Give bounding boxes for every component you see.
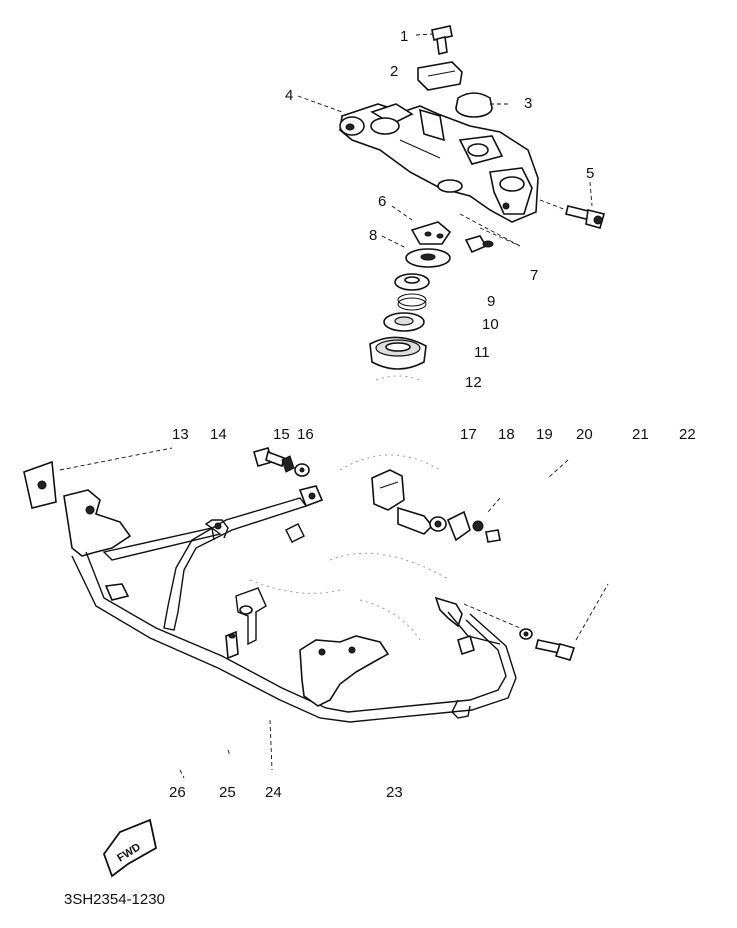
spring-9 [397, 293, 427, 311]
fwd-arrow-icon: FWD [102, 818, 158, 878]
bolt-1 [431, 25, 453, 55]
spring-washer-15 [281, 455, 295, 473]
dust-seal-12 [375, 375, 421, 381]
holder-cap-2 [417, 61, 463, 91]
callout-20: 20 [576, 426, 593, 443]
bearing-10 [383, 312, 425, 332]
callout-26: 26 [169, 784, 186, 801]
callout-2: 2 [390, 63, 398, 80]
callout-10: 10 [482, 316, 499, 333]
callout-3: 3 [524, 95, 532, 112]
plate-19 [446, 510, 471, 542]
bolt-21 [485, 529, 501, 543]
bolt-7 [464, 235, 494, 254]
bolt-5 [565, 205, 605, 229]
ring-nut [394, 273, 430, 291]
callout-1: 1 [400, 28, 408, 45]
crown-bracket-4 [339, 103, 539, 223]
callout-15: 15 [273, 426, 290, 443]
washer-23 [519, 628, 533, 640]
callout-21: 21 [632, 426, 649, 443]
bushing-17 [371, 469, 405, 511]
washer-16 [294, 463, 310, 477]
callout-11: 11 [474, 344, 490, 361]
cap-3 [455, 92, 493, 118]
bolt-14 [253, 447, 285, 468]
bolt-22 [535, 639, 576, 661]
callout-25: 25 [219, 784, 236, 801]
callout-24: 24 [265, 784, 282, 801]
callout-8: 8 [369, 227, 377, 244]
callout-12: 12 [465, 374, 482, 391]
callout-9: 9 [487, 293, 495, 310]
part-code: 3SH2354-1230 [64, 891, 165, 908]
callout-18: 18 [498, 426, 515, 443]
callout-17: 17 [460, 426, 477, 443]
washer-20 [472, 520, 484, 532]
callout-4: 4 [285, 87, 293, 104]
callout-14: 14 [210, 426, 227, 443]
bearing-race-11 [369, 336, 427, 370]
callout-16: 16 [297, 426, 314, 443]
callout-7: 7 [530, 267, 538, 284]
frame-stay [63, 485, 517, 723]
callout-13: 13 [172, 426, 189, 443]
callout-6: 6 [378, 193, 386, 210]
lock-washer-6 [410, 221, 452, 245]
callout-23: 23 [386, 784, 403, 801]
collar-18 [397, 506, 447, 535]
callout-5: 5 [586, 165, 594, 182]
callout-22: 22 [679, 426, 696, 443]
callout-19: 19 [536, 426, 553, 443]
nut-clip-13 [23, 460, 57, 509]
washer-8 [405, 248, 451, 268]
